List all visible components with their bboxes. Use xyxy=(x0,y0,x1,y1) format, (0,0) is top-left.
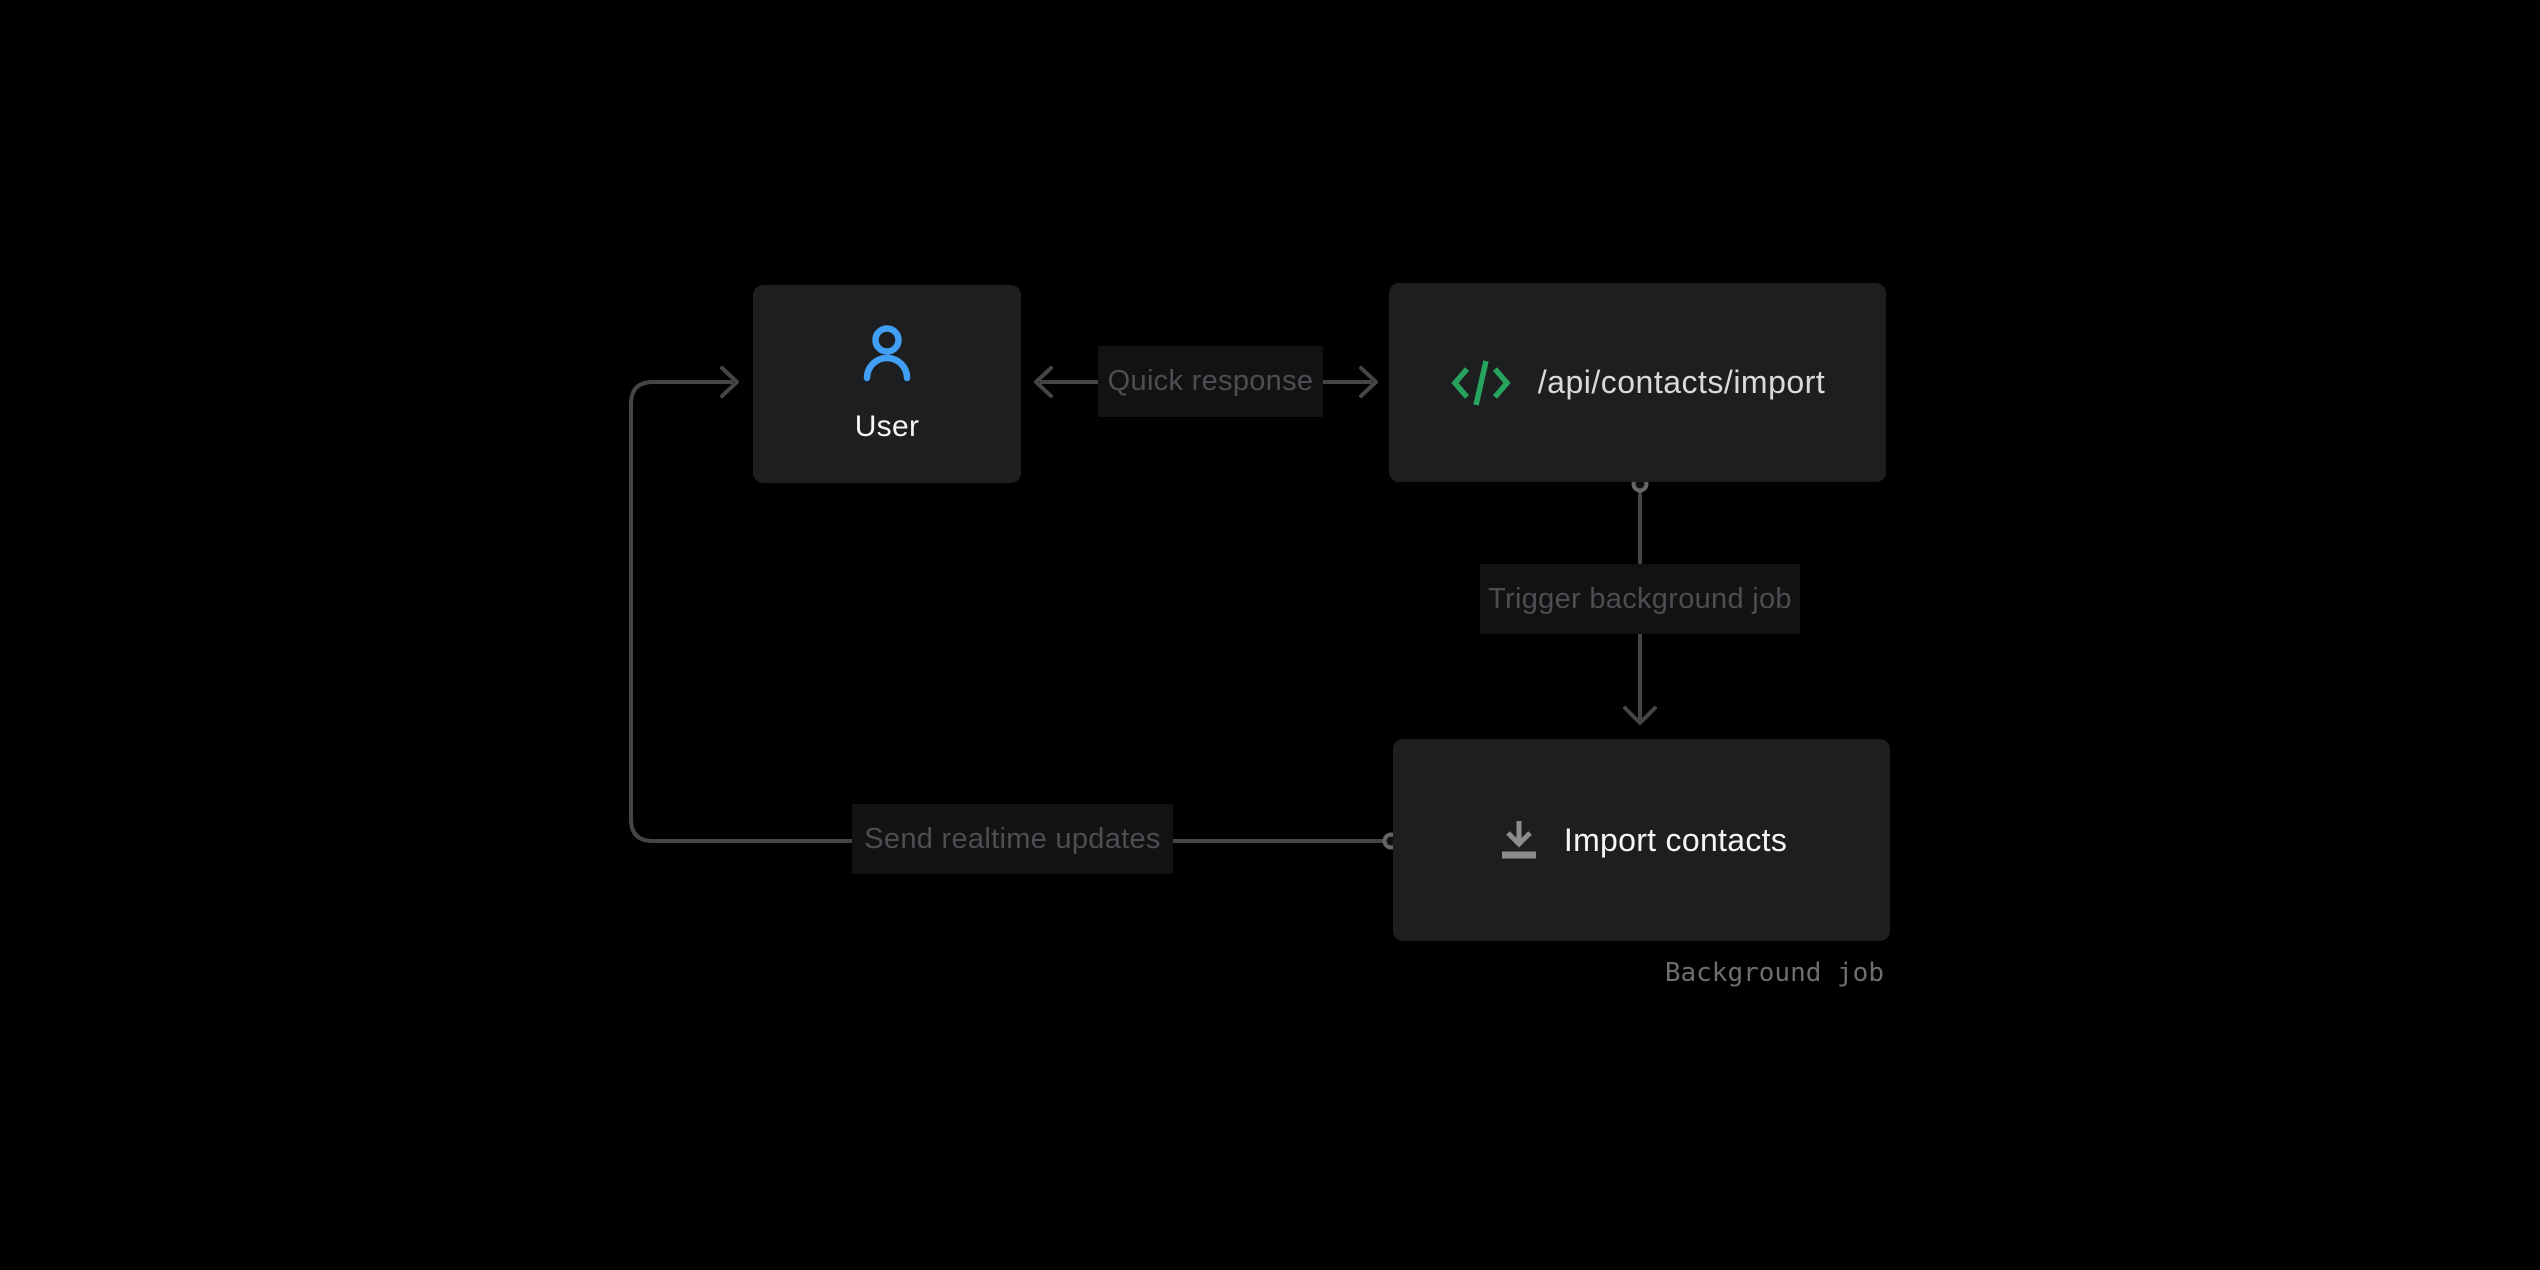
arrowhead-right2-icon xyxy=(720,366,739,398)
edge-label-send-realtime-updates[interactable]: Send realtime updates xyxy=(852,804,1173,874)
code-icon xyxy=(1451,359,1511,406)
node-import-contacts[interactable]: Import contacts xyxy=(1393,739,1890,941)
node-import-label: Import contacts xyxy=(1563,821,1788,858)
arrowhead-right-icon xyxy=(1359,366,1378,398)
arrowhead-left-icon xyxy=(1034,366,1053,398)
node-user[interactable]: User xyxy=(753,285,1021,483)
node-api-label: /api/contacts/import xyxy=(1537,364,1826,400)
node-user-label: User xyxy=(854,410,920,443)
background-job-caption: Background job xyxy=(1664,958,1884,988)
edge-send-updates-line xyxy=(629,380,1391,843)
user-icon xyxy=(863,325,911,382)
download-icon xyxy=(1501,821,1536,859)
edge-label-quick-response[interactable]: Quick response xyxy=(1098,346,1323,417)
node-api-endpoint[interactable]: /api/contacts/import xyxy=(1389,283,1886,482)
arrowhead-down-icon xyxy=(1623,706,1657,725)
edge-label-trigger-background-job[interactable]: Trigger background job xyxy=(1480,564,1800,634)
